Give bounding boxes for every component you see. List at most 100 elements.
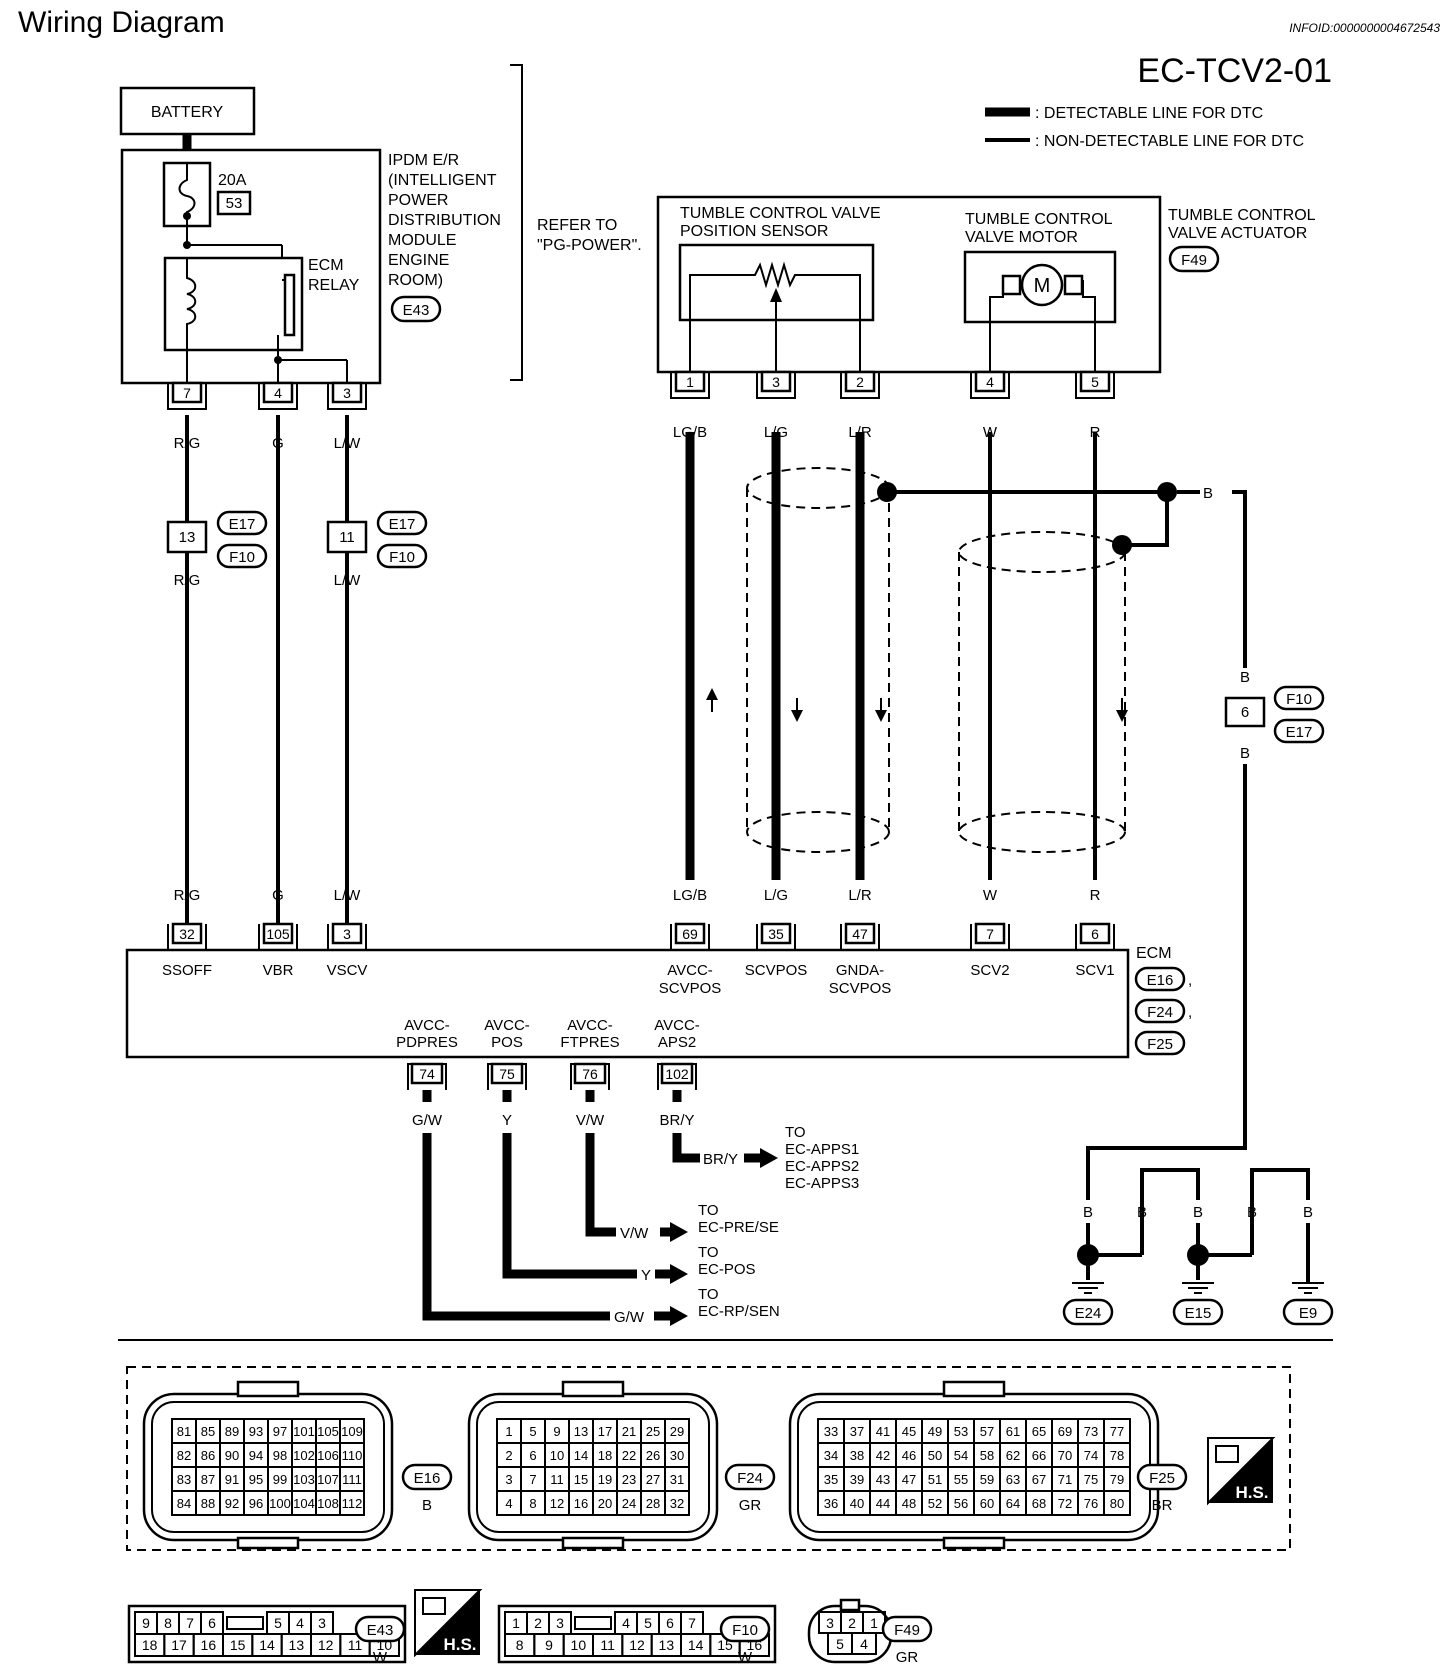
sensor-label-2: POSITION SENSOR <box>680 223 828 240</box>
ecm-terminal-47-line2: SCVPOS <box>829 980 892 997</box>
connector-e43-pin-6: 6 <box>208 1615 216 1631</box>
info-id: INFOID:0000000004672543 <box>1289 21 1440 35</box>
wire-act-bottom-1: L/G <box>764 887 788 904</box>
connector-f25-pin-80: 80 <box>1110 1496 1124 1511</box>
connector-e16-pin-111: 111 <box>342 1472 362 1487</box>
connector-e16-pin-94: 94 <box>249 1448 263 1463</box>
connector-e16-pin-93: 93 <box>249 1424 263 1439</box>
connector-e16-pin-112: 112 <box>342 1496 363 1511</box>
connector-e16-cell-112 <box>339 1490 365 1516</box>
shield-joint-pin: 6 <box>1241 704 1249 721</box>
wire-act-top-0: LG/B <box>673 424 707 441</box>
ecm-bottom-pin-box-76 <box>573 1062 607 1085</box>
refer-text-2: "PG-POWER". <box>537 237 642 254</box>
connector-f25-pin-36: 36 <box>824 1496 838 1511</box>
connector-f25-pin-59: 59 <box>980 1472 994 1487</box>
actuator-pin-5: 5 <box>1091 374 1099 390</box>
connector-f10-color: W <box>738 1649 753 1664</box>
ecm-box <box>125 948 1130 1059</box>
ipdm-pin-4-frame <box>258 383 298 410</box>
ipdm-name-7: ROOM) <box>388 272 443 289</box>
connector-f10-pin-2: 2 <box>534 1615 542 1631</box>
ecm-terminal-5: GNDA- <box>836 962 884 979</box>
ipdm-name-4: DISTRIBUTION <box>388 212 501 229</box>
connector-f10-slot <box>574 1616 612 1630</box>
wire-act-top-4: R <box>1090 424 1101 441</box>
refer-bracket <box>510 64 523 381</box>
motor-letter: M <box>1034 275 1051 297</box>
connector-f25-pin-34: 34 <box>824 1448 838 1463</box>
ipdm-pin-7-frame <box>167 383 207 410</box>
ecm-pin-47-frame <box>840 924 880 951</box>
ground-wire-4: B <box>1247 1204 1257 1221</box>
connector-f25-pin-54: 54 <box>954 1448 968 1463</box>
connector-e43-pin-15: 15 <box>230 1637 246 1653</box>
actuator-pin-3-box <box>760 370 792 393</box>
connector-e43-pin-11: 11 <box>348 1637 363 1653</box>
joint-left-conn-b: F10 <box>229 549 255 566</box>
wire-ipdm-top-0: R/G <box>174 435 201 452</box>
connector-f25-pin-40: 40 <box>850 1496 864 1511</box>
connector-f24-pin-10: 10 <box>550 1448 564 1463</box>
connector-e16-pin-92: 92 <box>225 1496 239 1511</box>
connector-f24-pin-13: 13 <box>574 1424 588 1439</box>
connector-e16-pin-89: 89 <box>225 1424 239 1439</box>
ground-wire-1: B <box>1083 1204 1093 1221</box>
ecm-pin-32: 32 <box>179 926 195 942</box>
connector-e43-id-tag <box>354 1615 406 1643</box>
connector-e16-pin-103: 103 <box>293 1472 315 1487</box>
connector-f49-id-tag <box>881 1615 933 1643</box>
ecm-pin-32-frame <box>167 924 207 951</box>
connector-e16-pin-101: 101 <box>293 1424 315 1439</box>
joint-right-conn-a: E17 <box>389 516 416 533</box>
connector-f10-pin-3: 3 <box>556 1615 564 1631</box>
ecm-terminal-7: SCV1 <box>1075 962 1114 979</box>
grounds: B B B B B E24 E15 E9 <box>1062 1168 1334 1326</box>
connector-f25-pin-49: 49 <box>928 1424 942 1439</box>
battery-box <box>119 86 256 136</box>
joint-right-conn-b: F10 <box>389 549 415 566</box>
ipdm-name-5: MODULE <box>388 232 456 249</box>
ecm-bottom-pin-box-74 <box>410 1062 444 1085</box>
legend-non-detectable-text: : NON-DETECTABLE LINE FOR DTC <box>1035 133 1304 150</box>
connector-f24-pin-18: 18 <box>598 1448 612 1463</box>
connector-views-frame <box>126 1366 1291 1551</box>
connector-f24-pin-21: 21 <box>622 1424 636 1439</box>
ecm-terminal-69-line2: SCVPOS <box>659 980 722 997</box>
connector-f24-pin-26: 26 <box>646 1448 660 1463</box>
connector-f25-pin-60: 60 <box>980 1496 994 1511</box>
connector-f24-pin-17: 17 <box>598 1424 612 1439</box>
joint-left-pin: 13 <box>179 529 196 546</box>
connector-f25-pin-71: 71 <box>1058 1472 1072 1487</box>
connector-f24-pin-28: 28 <box>646 1496 660 1511</box>
diagram-code: EC-TCV2-01 <box>1137 52 1332 90</box>
ecm-bottom-terminal-b-0: PDPRES <box>396 1034 458 1051</box>
connector-f25-pin-72: 72 <box>1058 1496 1072 1511</box>
connector-f25-pin-37: 37 <box>850 1424 864 1439</box>
ecm-pin-7-box <box>974 922 1006 945</box>
ecm-pin-35-frame <box>756 924 796 951</box>
connector-e16-color: B <box>422 1497 432 1514</box>
ecm-terminal-1: VBR <box>263 962 294 979</box>
connector-e43-pin-3: 3 <box>318 1615 326 1631</box>
connector-f25-pin-35: 35 <box>824 1472 838 1487</box>
actuator-connector-id: F49 <box>1181 252 1207 269</box>
joint-right-pin: 11 <box>339 529 355 546</box>
connector-f24-pin-29: 29 <box>670 1424 684 1439</box>
hs-label-small: H.S. <box>443 1635 476 1654</box>
connector-f25-pin-58: 58 <box>980 1448 994 1463</box>
connector-f25-pin-56: 56 <box>954 1496 968 1511</box>
hs-badge-large: H.S. <box>1207 1437 1276 1506</box>
out-target-apps1: EC-APPS1 <box>785 1141 859 1158</box>
actuator-name-1: TUMBLE CONTROL <box>1168 207 1316 224</box>
ecm-name: ECM <box>1136 945 1172 962</box>
ipdm-pin-3: 3 <box>343 385 351 401</box>
ipdm-wires <box>185 415 349 930</box>
connector-f25-pin-68: 68 <box>1032 1496 1046 1511</box>
connector-e43-pin-16: 16 <box>201 1637 217 1653</box>
wire-act-top-3: W <box>983 424 998 441</box>
wire-ipdm-mid-0: R/G <box>174 572 201 589</box>
relay-contact <box>283 273 296 337</box>
connector-f25-pin-45: 45 <box>902 1424 916 1439</box>
connector-e43-pin-14: 14 <box>259 1637 275 1653</box>
